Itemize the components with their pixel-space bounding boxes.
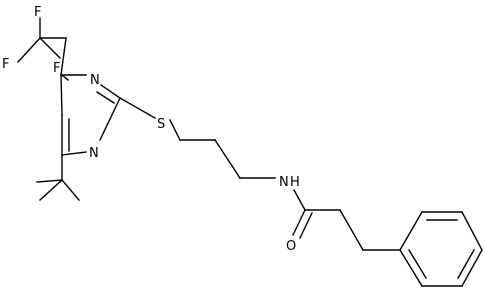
- bond-n-co: [293, 189, 306, 211]
- bond-ph-3: [461, 211, 483, 251]
- bond-n1-c2-double: [96, 91, 115, 104]
- tert-butyl-group: [36, 154, 80, 201]
- amide-group: [292, 189, 401, 251]
- bond-c-f3: [39, 37, 61, 59]
- atom-label-oxygen: O: [286, 239, 296, 254]
- bond-ch2b-ch2c: [214, 139, 241, 179]
- bond-cf3-c6: [60, 37, 67, 76]
- atom-label-f3: F: [53, 61, 60, 76]
- bond-cq-me1: [39, 179, 63, 201]
- bond-c-o-double: [299, 212, 313, 239]
- bond-cq-me2: [61, 179, 80, 201]
- bond-c-f2: [17, 37, 41, 63]
- bond-c-o: [292, 209, 306, 236]
- bond-ph-6-inner: [408, 249, 427, 279]
- bond-n1-c2: [100, 84, 121, 99]
- atom-label-ring-n-top: N: [90, 73, 100, 88]
- bond-cq-me3: [36, 179, 63, 183]
- pyrimidine-ring: [60, 74, 121, 156]
- atom-label-amide-n: N: [279, 175, 289, 190]
- propyl-thio-chain: [119, 97, 276, 179]
- bond-ch2-ch2: [339, 209, 364, 251]
- bond-c2-s: [119, 97, 156, 119]
- bond-c2-n3: [99, 97, 121, 141]
- bond-ph-4-inner: [457, 249, 475, 279]
- bond-n3-c4: [61, 151, 87, 156]
- bond-ring-top-accent: [61, 74, 69, 81]
- bond-ph-6: [399, 249, 423, 287]
- atom-label-amide-h: H: [290, 175, 300, 190]
- bond-ph-1: [399, 211, 423, 251]
- bond-s-ch2a: [169, 119, 181, 141]
- atom-label-f2: F: [2, 57, 9, 72]
- trifluoromethyl-group: [17, 17, 67, 76]
- atom-label-sulfur: S: [157, 117, 165, 132]
- bond-c6-c5: [60, 74, 63, 116]
- atom-label-ring-n-bottom: N: [89, 146, 99, 161]
- bond-ph-4: [461, 249, 483, 287]
- phenyl-ring: [399, 211, 483, 287]
- atom-label-f1: F: [34, 5, 41, 20]
